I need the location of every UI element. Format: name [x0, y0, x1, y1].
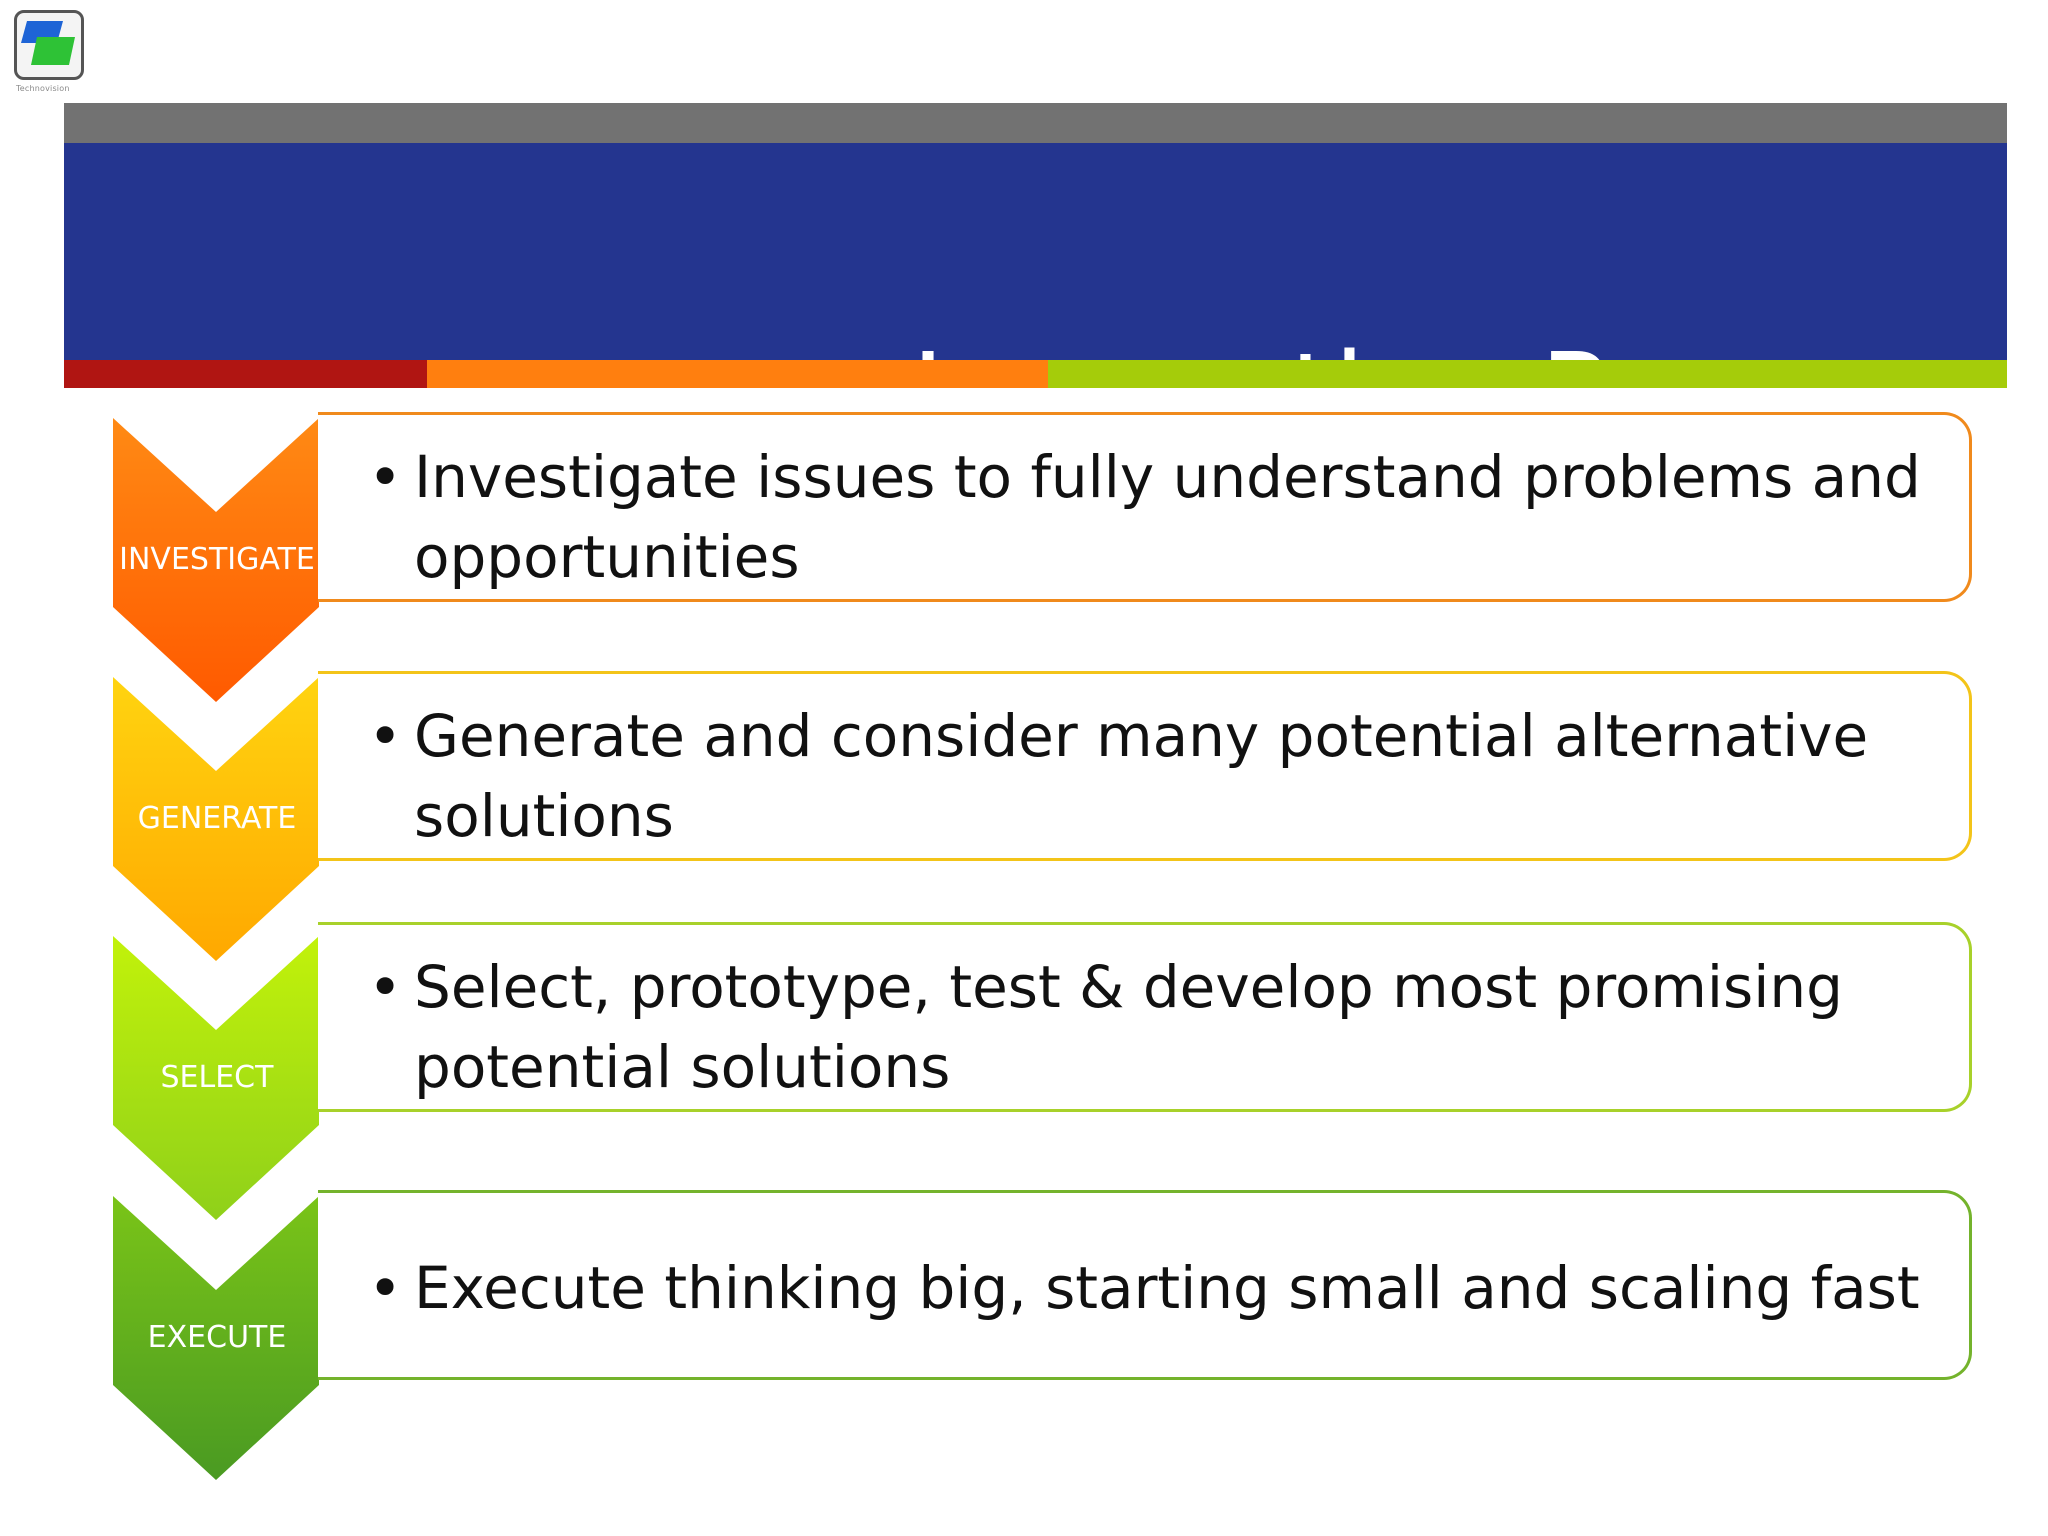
step-description: •Investigate issues to fully understand … [368, 437, 1951, 597]
accent-stripe-orange [427, 360, 1048, 388]
step-label: GENERATE [137, 801, 297, 836]
step-label: EXECUTE [147, 1320, 287, 1355]
title-band: Innovation Process [64, 143, 2007, 451]
step-description-text: Select, prototype, test & develop most p… [414, 953, 1843, 1101]
accent-stripe-green [1048, 360, 2007, 388]
chevron-down-icon [110, 1190, 322, 1490]
step-description: •Select, prototype, test & develop most … [368, 947, 1951, 1107]
chevron-down-icon [110, 671, 322, 971]
step-label: SELECT [160, 1060, 274, 1095]
accent-stripe-red [64, 360, 427, 388]
step-description: •Execute thinking big, starting small an… [368, 1248, 1951, 1328]
step-description-card: •Execute thinking big, starting small an… [318, 1190, 1972, 1380]
chevron-down-icon [110, 412, 322, 712]
bullet-marker: • [368, 953, 403, 1021]
company-logo [14, 10, 84, 80]
step-description: •Generate and consider many potential al… [368, 696, 1951, 856]
bullet-marker: • [368, 1254, 403, 1322]
logo-caption: Technovision [16, 84, 70, 93]
step-description-text: Execute thinking big, starting small and… [414, 1254, 1920, 1322]
step-description-card: •Generate and consider many potential al… [318, 671, 1972, 861]
bullet-marker: • [368, 443, 403, 511]
title-band-top [64, 103, 2007, 143]
step-label: INVESTIGATE [119, 542, 315, 577]
step-description-text: Generate and consider many potential alt… [414, 702, 1869, 850]
step-description-text: Investigate issues to fully understand p… [414, 443, 1921, 591]
chevron-down-icon [110, 930, 322, 1230]
step-description-card: •Select, prototype, test & develop most … [318, 922, 1972, 1112]
bullet-marker: • [368, 702, 403, 770]
logo-mark-icon [21, 21, 75, 65]
step-description-card: •Investigate issues to fully understand … [318, 412, 1972, 602]
